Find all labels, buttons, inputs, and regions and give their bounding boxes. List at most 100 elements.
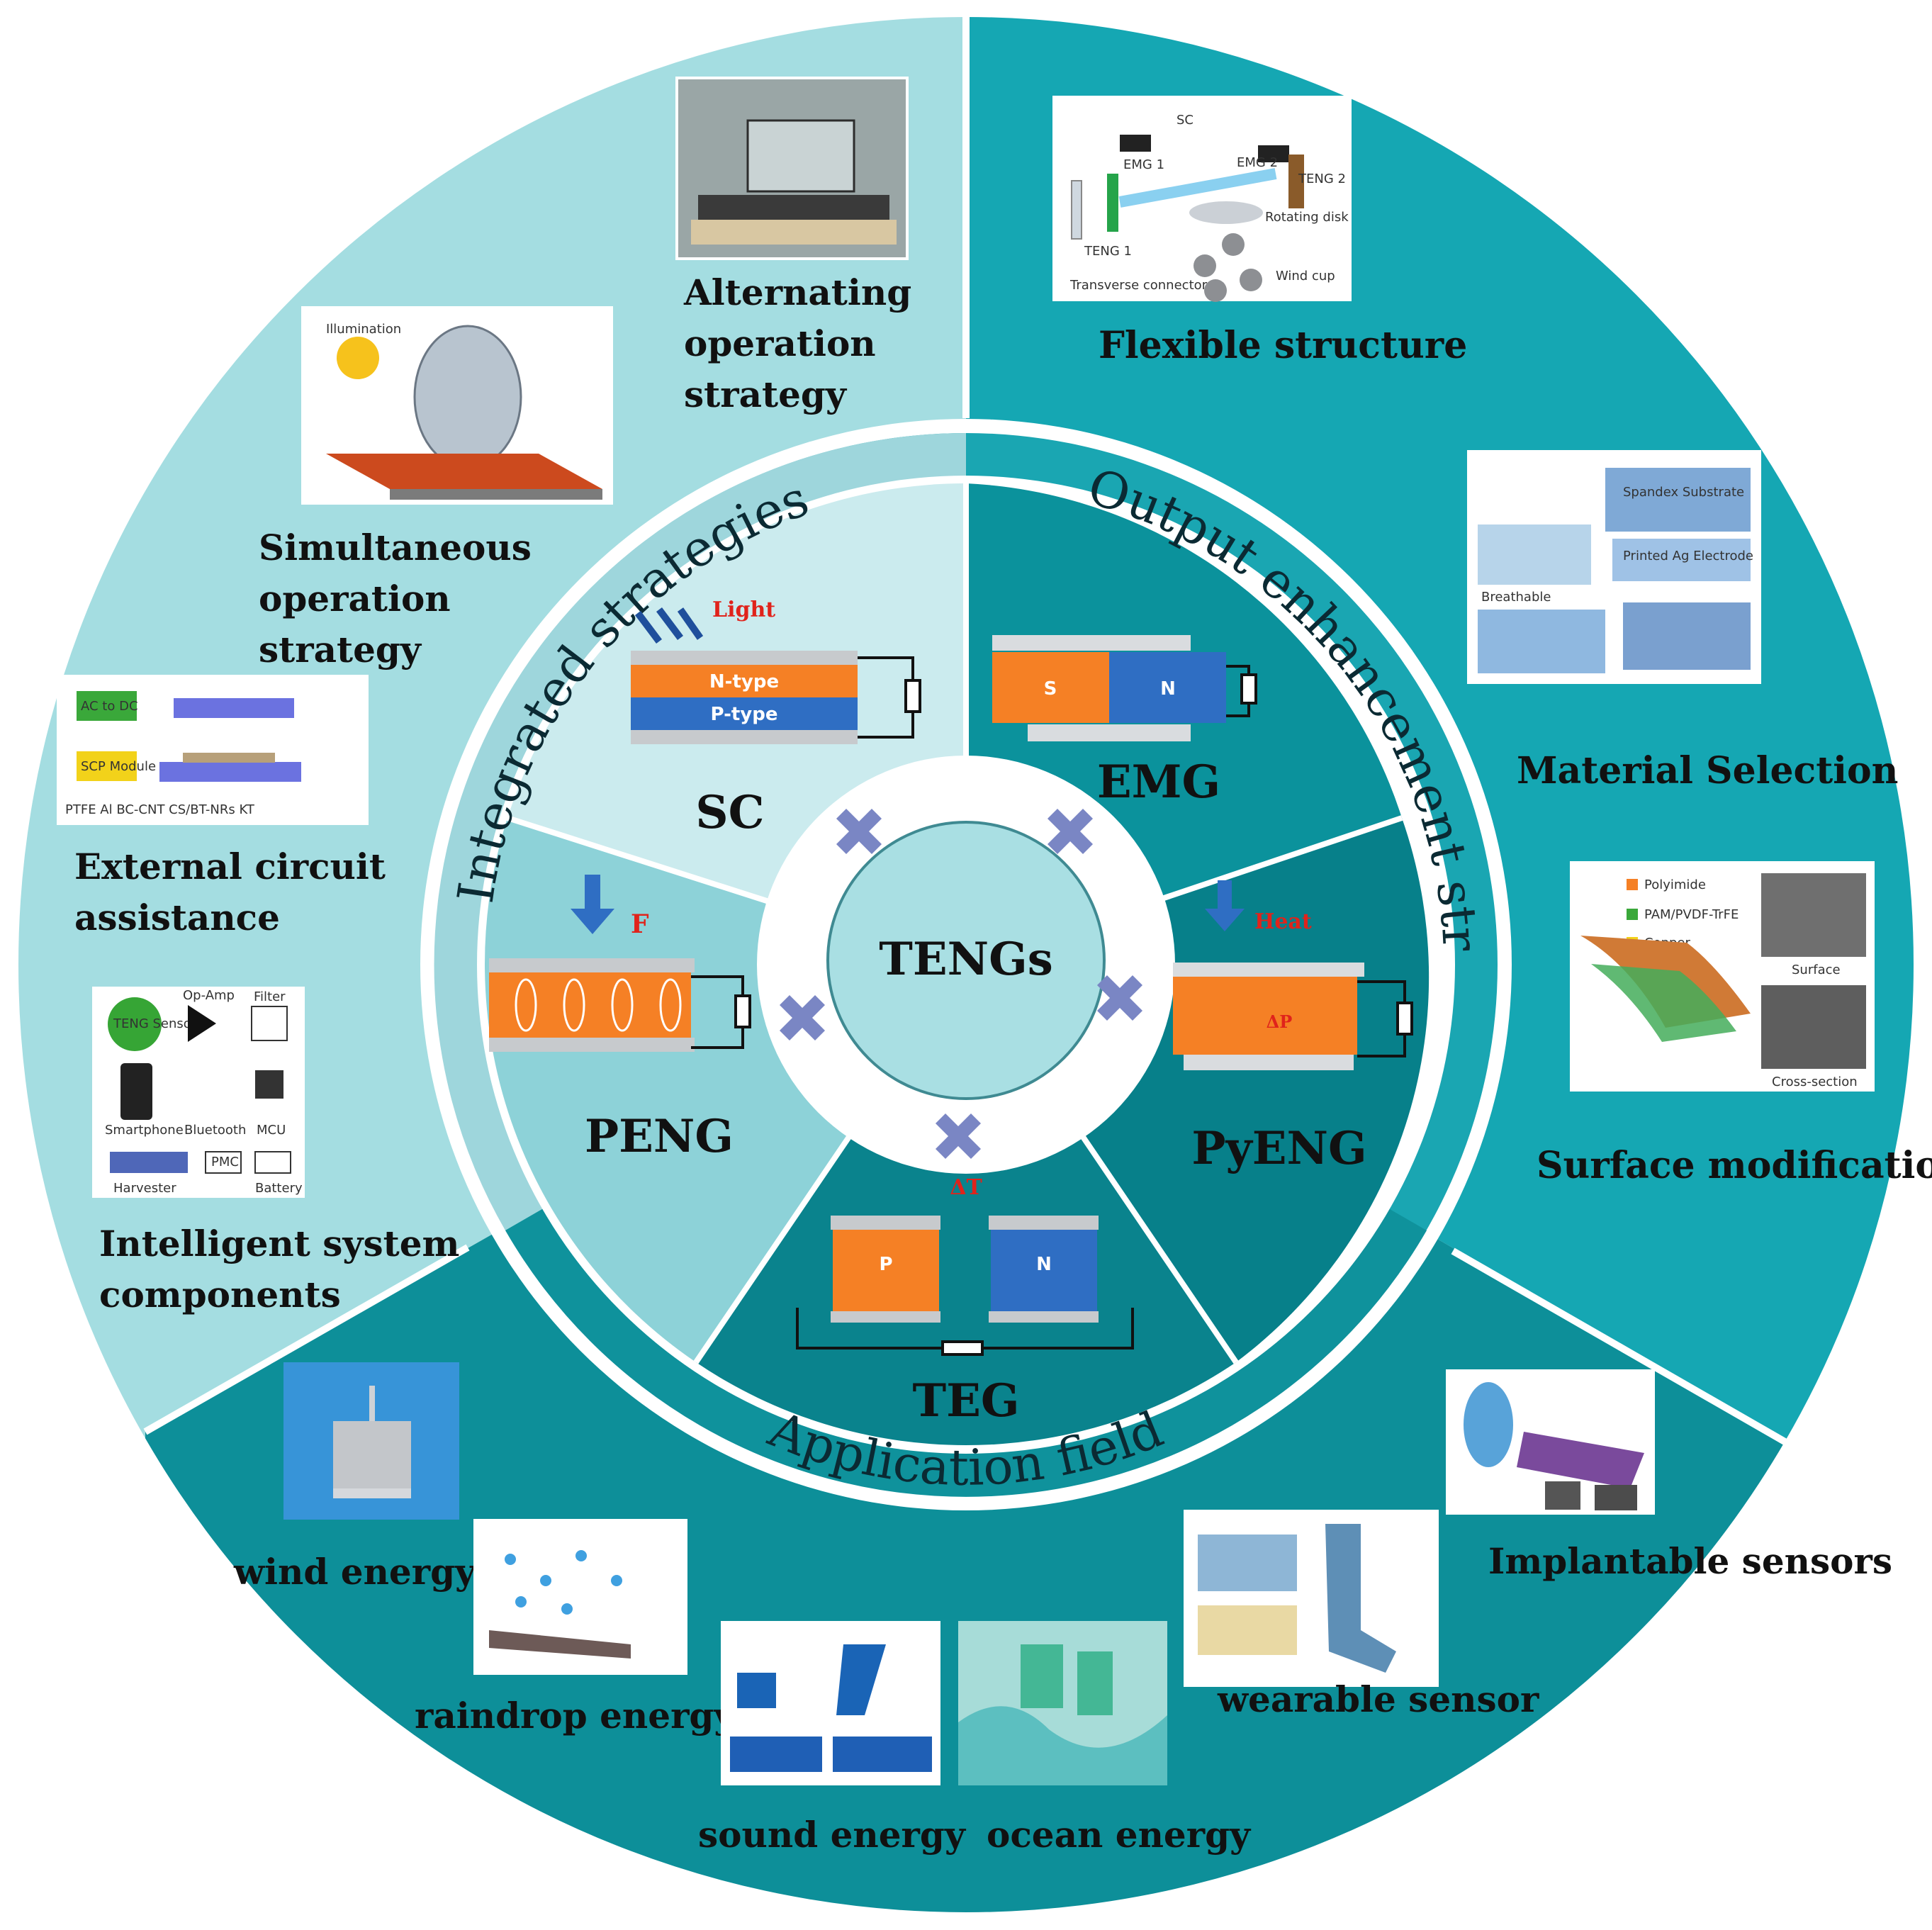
material-label: Material Selection	[1517, 749, 1898, 792]
emg-coil-top	[992, 635, 1191, 651]
int-filter: Filter	[254, 989, 286, 1004]
flex-emg1: EMG 1	[1123, 157, 1164, 172]
resistor-icon	[941, 1340, 984, 1356]
sound-label: sound energy	[698, 1814, 967, 1856]
resistor-icon	[1240, 673, 1257, 705]
surf-poly: Polyimide	[1644, 877, 1706, 892]
surface-label: Surface modification	[1537, 1144, 1932, 1187]
sc-layer-p-label: P-type	[710, 704, 777, 725]
emg-label: EMG	[1097, 756, 1220, 809]
flex-teng1: TENG 1	[1084, 244, 1132, 259]
emg-pole-n: N	[1160, 678, 1176, 700]
flex-sc: SC	[1176, 113, 1194, 128]
teg-stimulus: ΔT	[950, 1175, 982, 1200]
thumb-wind	[283, 1362, 459, 1520]
light-arrows-icon	[635, 607, 704, 644]
thumb-sound	[721, 1621, 940, 1785]
emg-pole-s: S	[1044, 678, 1057, 700]
emg-schematic: S N EMG	[992, 635, 1257, 809]
thumb-flexible-structure: SC EMG 1 EMG 2 TENG 1 TENG 2 Rotating di…	[1052, 96, 1352, 302]
thumb-surface-modification: Polyimide PAM/PVDF-TrFE Copper Surface C…	[1570, 861, 1875, 1092]
thumb-external-circuit: AC to DC SCP Module PTFE Al BC-CNT CS/BT…	[57, 675, 369, 825]
mat-ag: Printed Ag Electrode	[1623, 549, 1753, 563]
inner-sectors	[485, 483, 1430, 1445]
pyeng-electrode-bottom	[1184, 1055, 1354, 1070]
flex-cup: Wind cup	[1276, 269, 1335, 284]
cross-icon	[936, 1113, 981, 1159]
alternating-line3: strategy	[684, 374, 848, 415]
emg-coil-bottom	[1028, 724, 1191, 741]
pyeng-block	[1173, 977, 1357, 1055]
int-bt: Bluetooth	[184, 1123, 246, 1138]
thumb-implantable	[1446, 1369, 1655, 1515]
surf-cross: Cross-section	[1772, 1075, 1858, 1089]
alternating-line1: Alternating	[683, 271, 911, 313]
alternating-line2: operation	[684, 322, 876, 364]
emg-magnet-n	[1109, 652, 1226, 723]
pyeng-electrode-top	[1173, 963, 1364, 977]
thumb-alternating	[675, 77, 909, 260]
cross-icon	[836, 809, 882, 854]
flex-disk: Rotating disk	[1265, 210, 1349, 225]
cross-icon	[1097, 975, 1142, 1021]
raindrop-label: raindrop energy	[415, 1695, 736, 1737]
sector-teg	[696, 965, 1236, 1445]
intelligent-line2: components	[99, 1274, 341, 1315]
flex-teng2: TENG 2	[1298, 172, 1346, 186]
flex-emg2: EMG 2	[1237, 155, 1278, 170]
sc-label: SC	[695, 786, 764, 839]
sc-layer-p	[631, 697, 858, 730]
resistor-icon	[734, 994, 751, 1028]
peng-electrode-top	[489, 958, 695, 972]
sc-layer-n	[631, 665, 858, 697]
pyeng-label: PyENG	[1191, 1122, 1366, 1175]
teg-bottom-n	[989, 1311, 1099, 1323]
dipoles	[515, 978, 682, 1032]
resistor-icon	[1396, 1002, 1413, 1036]
cross-icon	[1048, 809, 1093, 854]
pyeng-stimulus: Heat	[1254, 909, 1312, 934]
mat-breath: Breathable	[1481, 590, 1551, 605]
heat-arrow-icon	[1205, 880, 1245, 931]
int-batt: Battery	[255, 1181, 303, 1196]
thumb-intelligent-system: TENG Sensor Op-Amp Filter Smartphone Blu…	[92, 987, 305, 1198]
sim-illum: Illumination	[326, 322, 401, 337]
peng-electrode-bottom	[489, 1038, 695, 1052]
pyeng-block-label: ΔP	[1267, 1011, 1293, 1032]
hub-circle	[826, 821, 1106, 1100]
teg-schematic: ΔT P N TEG	[796, 1175, 1134, 1427]
cross-icon	[780, 995, 825, 1040]
sc-stimulus: Light	[712, 597, 775, 622]
center-title: TENGs	[879, 933, 1053, 986]
resistor-icon	[904, 679, 921, 713]
ext-scp: SCP Module	[81, 759, 156, 774]
peng-label: PENG	[585, 1110, 734, 1163]
int-pmc: PMC	[211, 1155, 239, 1169]
surf-pam: PAM/PVDF-TrFE	[1644, 907, 1739, 922]
outer-divider-right	[1451, 1247, 1788, 1446]
wearable-label: wearable sensor	[1217, 1678, 1539, 1720]
intelligent-line1: Intelligent system	[99, 1223, 459, 1264]
teg-block-n	[991, 1230, 1097, 1311]
teg-block-p-label: P	[879, 1254, 892, 1275]
teg-block-p	[833, 1230, 939, 1311]
outer-divider-left	[143, 1244, 470, 1435]
ext-legend: PTFE Al BC-CNT CS/BT-NRs KT	[65, 802, 255, 817]
force-arrow-icon	[571, 875, 614, 934]
sc-electrode-bottom	[631, 730, 858, 744]
teg-label: TEG	[912, 1374, 1019, 1427]
int-phone: Smartphone	[105, 1123, 184, 1138]
peng-schematic: F PENG	[489, 875, 751, 1163]
mat-spandex: Spandex Substrate	[1623, 485, 1744, 500]
sc-schematic: Light N-type P-type SC	[631, 597, 921, 839]
simultaneous-line1: Simultaneous	[259, 527, 532, 568]
thumb-material-selection: Spandex Substrate Printed Ag Electrode B…	[1467, 450, 1761, 684]
hub-crosses	[780, 809, 1142, 1159]
flexible-label: Flexible structure	[1099, 324, 1467, 367]
thumb-simultaneous: Illumination	[301, 306, 613, 505]
peng-block	[489, 972, 691, 1038]
int-mcu: MCU	[257, 1123, 286, 1138]
thumb-ocean	[958, 1621, 1167, 1785]
teg-top-n	[989, 1216, 1099, 1230]
teg-top-p	[831, 1216, 940, 1230]
